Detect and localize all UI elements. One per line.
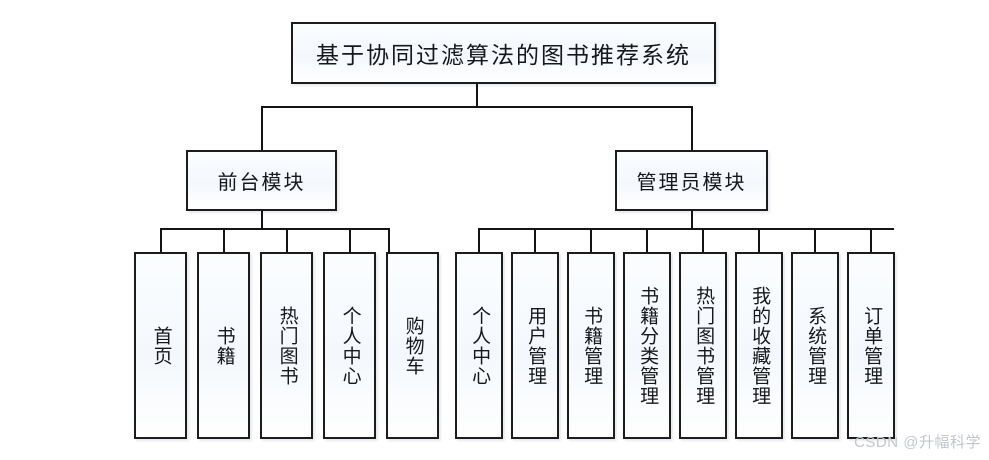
node-leaf-admin-2: 用户管理 [511,252,559,439]
node-leaf-front-1: 首页 [134,252,187,439]
node-leaf-admin-3: 书籍管理 [567,252,615,439]
connector-front-drop-3 [286,228,288,253]
node-leaf-admin-6-label: 我的收藏管理 [749,285,771,406]
connector-admin-drop-8 [870,228,872,253]
node-leaf-front-5-label: 购物车 [402,315,424,376]
node-leaf-front-1-label: 首页 [150,325,172,366]
node-leaf-admin-6: 我的收藏管理 [735,252,783,439]
node-leaf-admin-1-label: 个人中心 [469,305,491,386]
node-module-frontend-label: 前台模块 [217,172,306,194]
connector-front-bus [160,228,390,230]
node-leaf-admin-5: 热门图书管理 [679,252,727,439]
node-leaf-front-5: 购物车 [386,252,439,439]
node-leaf-front-4: 个人中心 [323,252,376,439]
node-leaf-front-2-label: 书籍 [213,325,235,366]
node-leaf-admin-7: 系统管理 [791,252,839,439]
connector-admin-bus [478,228,894,230]
node-leaf-admin-1: 个人中心 [455,252,503,439]
connector-front-stem [261,210,263,230]
connector-admin-stem [691,210,693,230]
node-leaf-front-3-label: 热门图书 [276,305,298,386]
connector-front-drop-5 [388,228,390,253]
connector-drop-front-module [261,106,263,151]
connector-root-stem [476,84,478,108]
connector-admin-drop-2 [534,228,536,253]
node-leaf-admin-3-label: 书籍管理 [581,305,603,386]
connector-level1-bus [261,106,693,108]
node-leaf-admin-4-label: 书籍分类管理 [637,285,659,406]
connector-front-drop-2 [223,228,225,253]
node-root-system-title: 基于协同过滤算法的图书推荐系统 [291,22,716,84]
connector-admin-drop-7 [814,228,816,253]
connector-front-drop-1 [160,228,162,253]
node-leaf-admin-5-label: 热门图书管理 [693,285,715,406]
node-leaf-admin-7-label: 系统管理 [805,305,827,386]
node-module-admin: 管理员模块 [615,150,768,211]
connector-admin-drop-1 [478,228,480,253]
node-leaf-admin-8: 订单管理 [847,252,895,439]
node-root-label: 基于协同过滤算法的图书推荐系统 [316,43,691,68]
node-leaf-admin-4: 书籍分类管理 [623,252,671,439]
connector-admin-drop-6 [758,228,760,253]
connector-front-drop-4 [349,228,351,253]
node-leaf-admin-8-label: 订单管理 [861,305,883,386]
connector-admin-drop-3 [590,228,592,253]
node-leaf-front-3: 热门图书 [260,252,313,439]
connector-drop-admin-module [691,106,693,151]
node-module-admin-label: 管理员模块 [636,172,747,194]
csdn-watermark: CSDN @升幅科学 [854,434,981,451]
connector-admin-drop-4 [646,228,648,253]
node-leaf-front-2: 书籍 [197,252,250,439]
node-leaf-admin-2-label: 用户管理 [525,305,547,386]
node-module-frontend: 前台模块 [186,150,337,211]
node-leaf-front-4-label: 个人中心 [339,305,361,386]
connector-admin-drop-5 [702,228,704,253]
